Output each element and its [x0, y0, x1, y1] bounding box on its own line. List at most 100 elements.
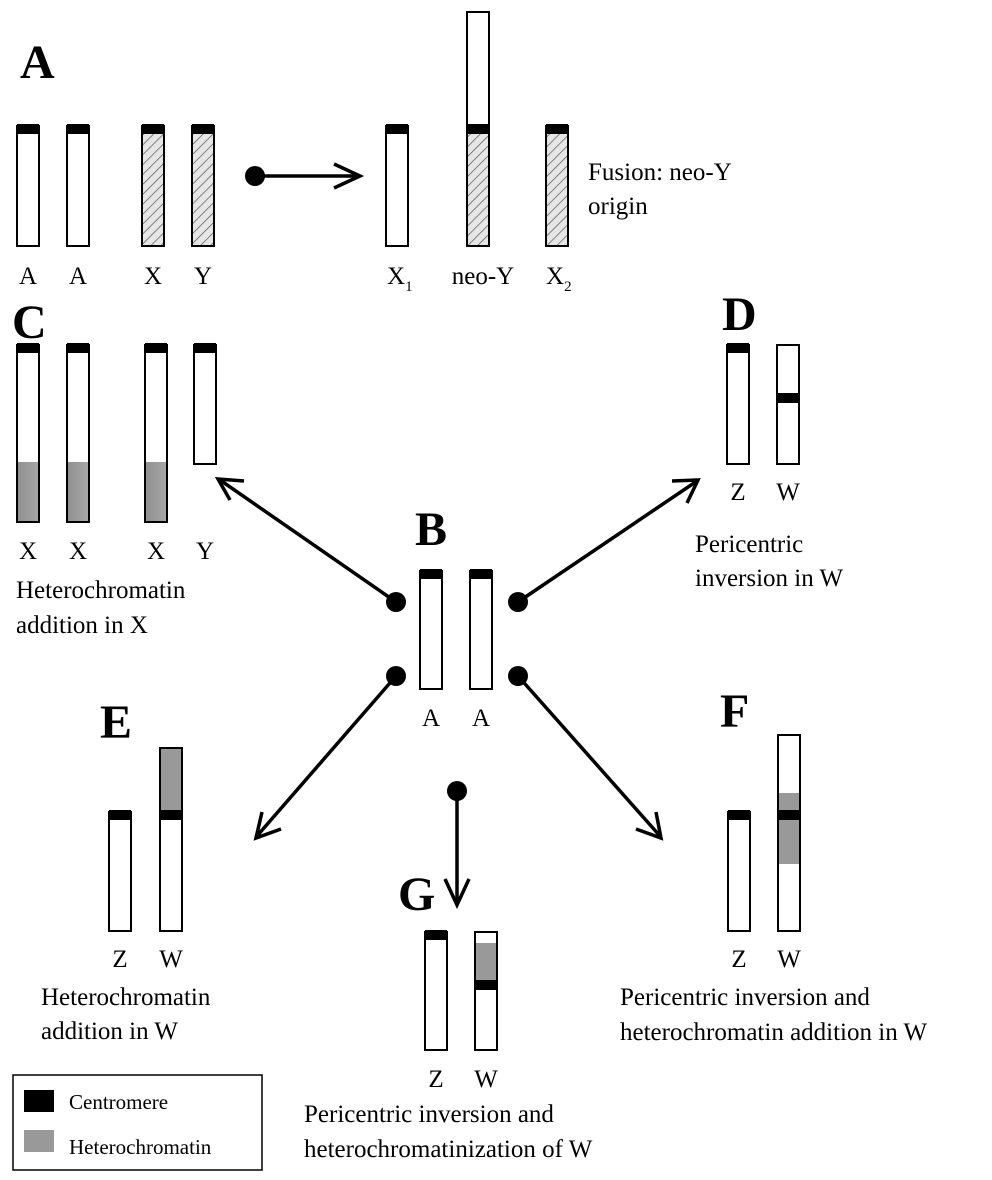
chromosome-outline — [159, 747, 183, 932]
heterochromatin-block — [145, 462, 167, 522]
chromosome-label: Y — [196, 538, 214, 565]
panel-e-letter: E — [100, 696, 132, 749]
panel-d: D Z W Pericentric inversion in W — [695, 288, 844, 592]
panel-a-letter: A — [20, 36, 55, 89]
chromosome-label: Z — [112, 946, 127, 973]
centromere-marker — [727, 343, 749, 353]
panel-e-caption-line1: Heterochromatin — [41, 984, 211, 1011]
centromere-marker — [160, 810, 182, 820]
centromere-marker — [467, 124, 489, 134]
w-chromosome — [776, 344, 800, 465]
centromere-marker — [17, 124, 39, 134]
arrowhead — [443, 878, 471, 910]
chromosome-label: W — [474, 1066, 498, 1093]
panel-a-caption-line2: origin — [588, 193, 648, 220]
legend: Centromere Heterochromatin — [12, 1074, 263, 1171]
panel-a-caption-line1: Fusion: neo-Y — [588, 159, 732, 186]
autosome-1 — [419, 570, 443, 690]
centromere-marker — [386, 124, 408, 134]
panel-g: G Z W Pericentric inversion and heteroch… — [304, 868, 593, 1163]
y-chromosome — [193, 344, 217, 465]
chromosome-label: X — [69, 538, 87, 565]
chromosome-label: A — [69, 263, 87, 290]
arrowhead — [635, 811, 664, 841]
x2-chromosome — [545, 125, 569, 247]
arrowhead — [333, 162, 365, 190]
panel-f-letter: F — [720, 685, 749, 738]
arrowhead — [214, 477, 245, 501]
chromosome-label: Y — [194, 263, 212, 290]
centromere-swatch — [24, 1090, 54, 1112]
panel-f: F Z W Pericentric inversion and heteroch… — [620, 685, 927, 1046]
neo-y-upper-arm — [466, 11, 490, 127]
centromere-marker — [728, 810, 750, 820]
x1-label: X1 — [387, 263, 413, 295]
centromere-marker — [109, 810, 131, 820]
panel-f-caption-line1: Pericentric inversion and — [620, 984, 870, 1011]
autosome-2 — [469, 570, 493, 690]
centromere-marker — [192, 124, 214, 134]
arrow-to-panel-f — [516, 674, 662, 838]
arrowhead — [253, 811, 282, 841]
panel-c-caption-line1: Heterochromatin — [16, 577, 186, 604]
centromere-marker — [475, 980, 497, 990]
panel-b-letter: B — [415, 503, 447, 556]
heterochromatin-block — [160, 748, 182, 812]
chromosome-label: X — [144, 263, 162, 290]
z-chromosome — [726, 344, 750, 465]
arrow-to-panel-d — [517, 479, 698, 604]
centromere-marker — [420, 569, 442, 579]
centromere-marker — [470, 569, 492, 579]
chromosome-label: X — [147, 538, 165, 565]
panel-g-caption-line2: heterochromatinization of W — [304, 1136, 593, 1163]
panel-c-letter: C — [12, 296, 47, 349]
panel-d-caption-line2: inversion in W — [695, 565, 844, 592]
arrowhead — [671, 478, 701, 504]
x2-label: X2 — [546, 263, 572, 295]
legend-heterochromatin-label: Heterochromatin — [69, 1135, 212, 1159]
chromosome-label: W — [776, 479, 800, 506]
x1-chromosome — [385, 125, 409, 247]
legend-centromere-label: Centromere — [69, 1090, 168, 1114]
panel-e-caption-line2: addition in W — [41, 1018, 178, 1045]
panel-f-caption-line2: heterochromatin addition in W — [620, 1019, 927, 1046]
heterochromatin-block — [17, 462, 39, 522]
x-chromosome — [141, 125, 165, 247]
centromere-marker — [778, 810, 800, 820]
y-chromosome — [191, 125, 215, 247]
centromere-marker — [145, 343, 167, 353]
arrow-to-panel-e — [255, 674, 398, 838]
panel-c-caption-line2: addition in X — [16, 612, 148, 639]
legend-box — [12, 1074, 263, 1171]
chromosome-label: W — [159, 946, 183, 973]
chromosome-label: A — [422, 705, 440, 732]
centromere-marker — [194, 343, 216, 353]
chromosome-label: W — [777, 946, 801, 973]
panel-d-caption-line1: Pericentric — [695, 531, 803, 558]
centromere-marker — [17, 343, 39, 353]
centromere-marker — [777, 393, 799, 403]
chromosome-label: A — [19, 263, 37, 290]
panel-b: B A A — [214, 477, 701, 910]
centromere-marker — [546, 124, 568, 134]
panel-g-letter: G — [398, 868, 435, 921]
autosome-2 — [66, 125, 90, 247]
neo-y-lower-arm — [466, 125, 490, 247]
chromosome-label: Z — [428, 1066, 443, 1093]
panel-g-caption-line1: Pericentric inversion and — [304, 1101, 554, 1128]
centromere-marker — [425, 930, 447, 940]
chromosome-label: X — [19, 538, 37, 565]
centromere-marker — [142, 124, 164, 134]
arrow-to-panel-c — [219, 478, 397, 604]
heterochromatin-block — [476, 943, 496, 981]
heterochromatin-block — [67, 462, 89, 522]
panel-e: E Z W Heterochromatin addition in W — [41, 696, 211, 1045]
z-chromosome — [424, 931, 448, 1051]
heterochromatin-swatch — [24, 1130, 54, 1152]
chromosome-outline — [777, 734, 801, 932]
chromosome-label: Z — [730, 479, 745, 506]
panel-d-letter: D — [722, 288, 757, 341]
heterochromatin-block — [778, 793, 800, 864]
chromosome-label: Z — [731, 946, 746, 973]
